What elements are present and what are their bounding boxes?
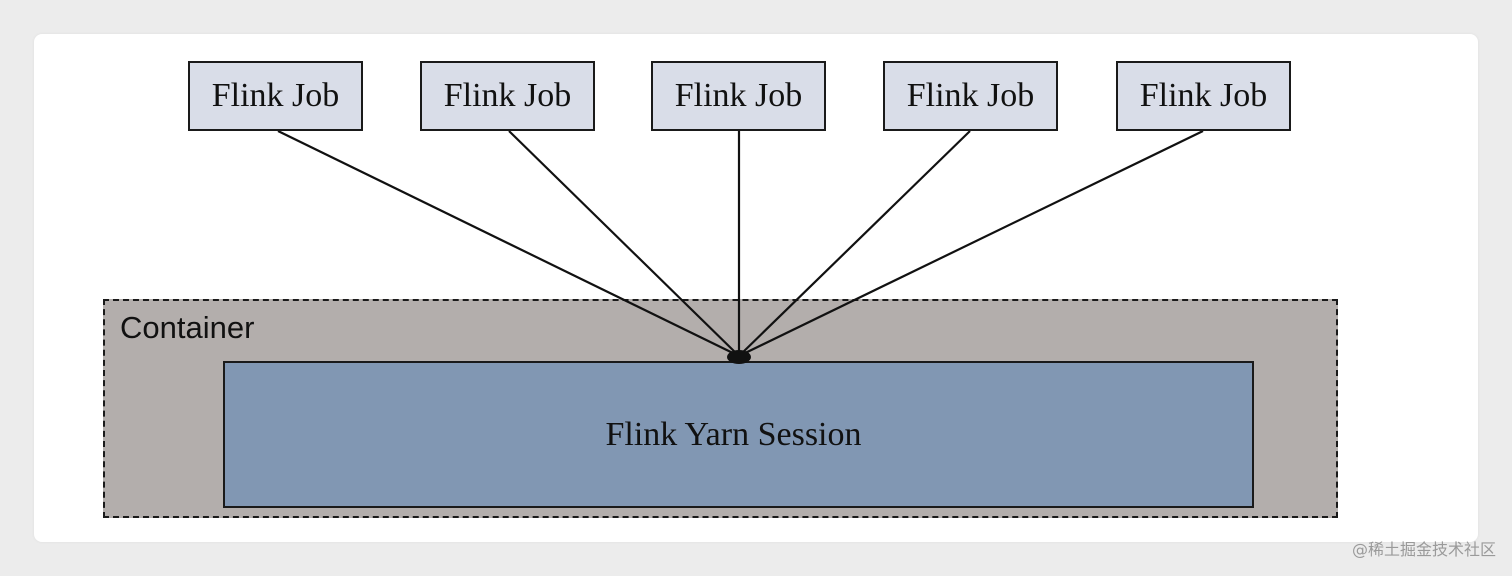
watermark-text: @稀土掘金技术社区 bbox=[1351, 540, 1496, 559]
flink-yarn-session-box: Flink Yarn Session bbox=[223, 361, 1254, 508]
flink-job-box-3: Flink Job bbox=[651, 61, 826, 131]
flink-job-box-5: Flink Job bbox=[1116, 61, 1291, 131]
container-label: Container bbox=[120, 310, 255, 345]
flink-job-box-1: Flink Job bbox=[188, 61, 363, 131]
flink-job-box-4: Flink Job bbox=[883, 61, 1058, 131]
flink-job-box-2: Flink Job bbox=[420, 61, 595, 131]
flink-yarn-session-label: Flink Yarn Session bbox=[605, 415, 862, 453]
